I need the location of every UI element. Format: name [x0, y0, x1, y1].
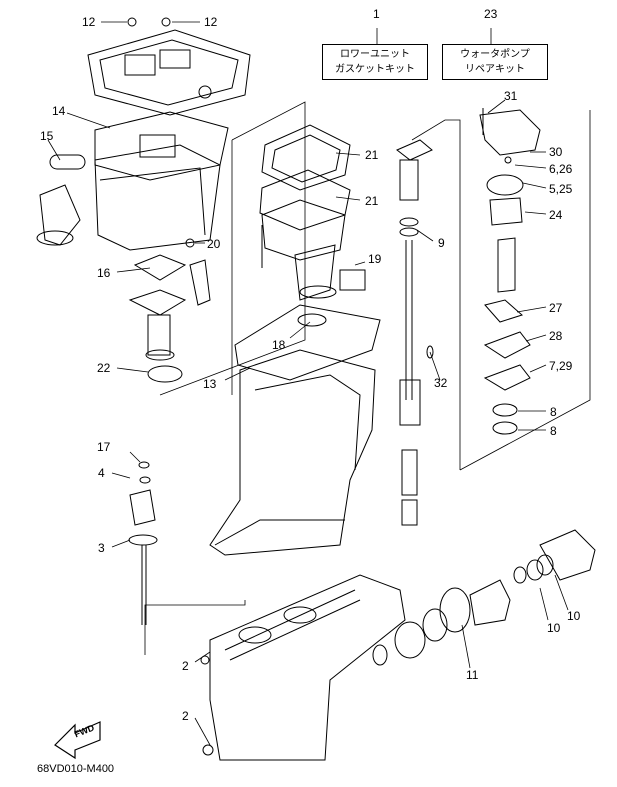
- callout-16: 16: [97, 266, 111, 280]
- upper-casing: [87, 17, 251, 116]
- callout-14: 14: [52, 104, 66, 118]
- callout-12-left: 12: [82, 15, 96, 29]
- callout-12-right: 12: [204, 15, 218, 29]
- lower-casing-upper: [209, 349, 376, 556]
- kit-23-line1: ウォータポンプ: [460, 49, 530, 60]
- callout-13: 13: [203, 377, 217, 391]
- kit-23-line2: リペアキット: [465, 64, 525, 75]
- pump-housing-24: [489, 197, 523, 226]
- shift-rod-assembly: [128, 461, 158, 625]
- callout-8-lower: 8: [550, 424, 557, 438]
- callout-18: 18: [272, 338, 286, 352]
- lower-unit-gearcase: [200, 574, 406, 761]
- seal-22: [147, 365, 183, 383]
- exhaust-housing: [36, 144, 221, 251]
- seal-15: [49, 154, 86, 170]
- callout-10-left: 10: [547, 621, 561, 635]
- callout-27: 27: [549, 301, 563, 315]
- callout-19: 19: [368, 252, 382, 266]
- callout-22: 22: [97, 361, 111, 375]
- callout-32: 32: [434, 376, 448, 390]
- seal-18: [297, 313, 327, 327]
- lower-unit-gasket-kit-box: ロワーユニット ガスケットキット: [322, 44, 428, 80]
- grouping-lines: [144, 101, 591, 655]
- callout-11: 11: [466, 668, 479, 682]
- mount-19: [339, 269, 366, 291]
- callout-15: 15: [40, 129, 54, 143]
- drawing-code: 68VD010-M400: [37, 763, 115, 775]
- gasket-21-upper: [261, 124, 351, 191]
- callout-23: 23: [484, 7, 498, 21]
- plate-28: [483, 331, 531, 359]
- water-pipe-assembly: [128, 289, 187, 383]
- impeller-27: [484, 299, 523, 323]
- callout-10-right: 10: [567, 609, 581, 623]
- callout-30: 30: [549, 145, 563, 159]
- callout-7-29: 7,29: [549, 359, 573, 373]
- seal-10-left: [526, 559, 544, 581]
- water-pump-repair-kit-box: ウォータポンプ リペアキット: [442, 44, 548, 80]
- callout-28: 28: [549, 329, 563, 343]
- gasket-14: [94, 111, 229, 181]
- callout-20: 20: [207, 237, 221, 251]
- o-ring-5-25: [486, 174, 524, 196]
- callout-21-upper: 21: [365, 148, 379, 162]
- fwd-arrow-icon: [54, 721, 101, 760]
- callout-24: 24: [549, 208, 563, 222]
- water-pump: [479, 108, 541, 435]
- o-ring-11: [439, 587, 471, 633]
- seal-8-upper: [492, 403, 518, 417]
- drive-shaft-housing: [261, 199, 346, 301]
- leader-lines: [47, 21, 569, 746]
- callout-4: 4: [98, 466, 105, 480]
- o-ring-12-right: [161, 17, 171, 27]
- seal-8-lower: [492, 421, 518, 435]
- callout-1: 1: [373, 7, 380, 21]
- gasket-13: [234, 304, 381, 381]
- bushing-32: [426, 345, 434, 359]
- propeller-shaft-parts: [372, 529, 596, 666]
- kit-1-line1: ロワーユニット: [340, 49, 410, 60]
- callout-31: 31: [504, 89, 518, 103]
- callout-21-lower: 21: [365, 194, 379, 208]
- callout-3: 3: [98, 541, 105, 555]
- callout-8-upper: 8: [550, 405, 557, 419]
- drive-shaft: [396, 139, 433, 526]
- callout-17: 17: [97, 440, 111, 454]
- callout-6-26: 6,26: [549, 162, 573, 176]
- callout-5-25: 5,25: [549, 182, 573, 196]
- callout-2-lower: 2: [182, 709, 189, 723]
- o-ring-20: [185, 238, 195, 248]
- seal-10-right: [536, 554, 554, 576]
- callout-9: 9: [438, 236, 445, 250]
- o-ring-12-left: [127, 17, 137, 27]
- kit-1-line2: ガスケットキット: [335, 64, 415, 75]
- callout-2-upper: 2: [182, 659, 189, 673]
- gasket-7-29: [483, 364, 531, 391]
- gasket-16: [133, 254, 211, 306]
